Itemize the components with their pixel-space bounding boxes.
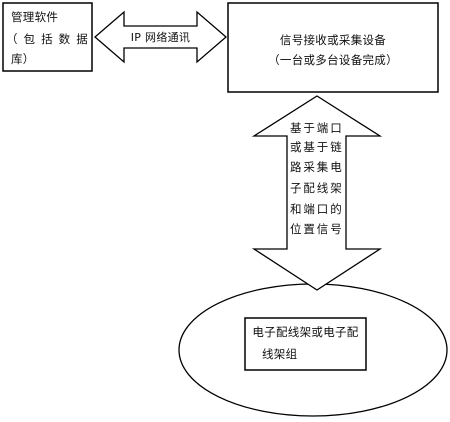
management-title: 管理软件 [11,10,59,24]
device-subtitle: （一台或多台设备完成） [268,53,398,67]
management-paren-close: 库） [11,52,35,66]
management-software-box [2,2,93,72]
signal-double-arrow [251,95,383,291]
signal-line-6: 位置信号 [290,222,342,236]
signal-line-4: 子配线架 [290,181,342,195]
signal-line-1: 基于端口 [290,121,342,135]
management-paren-line: （包括数据 [6,32,88,46]
device-title: 信号接收或采集设备 [279,33,387,47]
signal-line-2: 或基于链 [290,140,342,154]
wiring-frame-line-1: 电子配线架或电子配 [252,325,359,339]
wiring-frame-line-2: 线架组 [262,347,298,361]
signal-line-5: 和端口的 [290,202,342,216]
network-double-arrow [94,10,227,64]
wiring-frame-box [244,317,367,371]
signal-device-box [227,2,439,93]
network-label: IP 网络通讯 [130,31,191,44]
signal-line-3: 路采集电 [290,160,342,174]
